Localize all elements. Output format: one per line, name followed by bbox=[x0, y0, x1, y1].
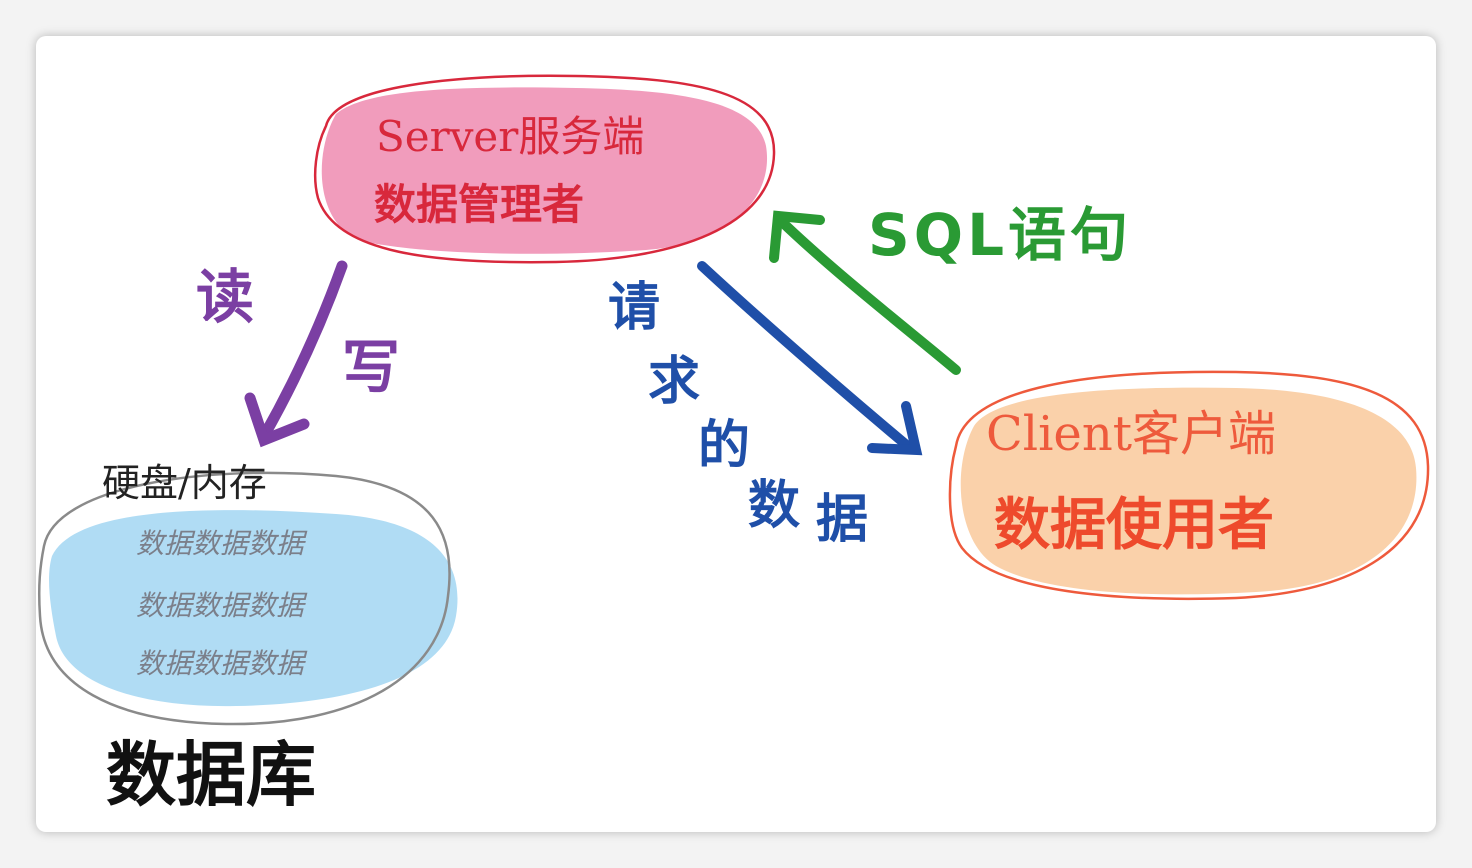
client-role: 数据使用者 bbox=[994, 493, 1274, 558]
storage-row: 数据数据数据 bbox=[136, 527, 305, 560]
client-node bbox=[948, 370, 1430, 601]
request-data-char: 据 bbox=[816, 490, 869, 550]
client-outline bbox=[948, 370, 1430, 601]
server-outline bbox=[313, 74, 776, 264]
read-write-arrow bbox=[244, 260, 348, 448]
diagram-drawing bbox=[37, 74, 1430, 726]
request-data-char: 的 bbox=[698, 416, 751, 476]
client-fill bbox=[960, 387, 1417, 595]
server-title: Server服务端 bbox=[376, 112, 645, 161]
request-data-arrow bbox=[697, 261, 923, 456]
storage-node bbox=[37, 471, 458, 726]
write-label: 写 bbox=[342, 333, 401, 401]
whiteboard-canvas: Server服务端 数据管理者 Client客户端 数据使用者 硬盘/内存 数据… bbox=[36, 36, 1436, 832]
server-role: 数据管理者 bbox=[374, 180, 585, 229]
client-title: Client客户端 bbox=[986, 406, 1277, 462]
sql-arrow bbox=[769, 210, 961, 375]
storage-fill bbox=[49, 510, 458, 707]
server-node bbox=[313, 74, 776, 264]
request-data-char: 求 bbox=[648, 352, 701, 412]
server-fill bbox=[321, 87, 768, 254]
read-label: 读 bbox=[196, 263, 255, 331]
storage-row: 数据数据数据 bbox=[136, 647, 305, 680]
storage-outline bbox=[37, 471, 451, 726]
storage-row: 数据数据数据 bbox=[136, 589, 305, 622]
request-data-char: 数 bbox=[748, 476, 801, 536]
request-data-char: 请 bbox=[608, 278, 661, 338]
sql-statement-label: SQL语句 bbox=[868, 201, 1133, 269]
database-label: 数据库 bbox=[106, 734, 316, 816]
storage-title: 硬盘/内存 bbox=[102, 461, 267, 505]
